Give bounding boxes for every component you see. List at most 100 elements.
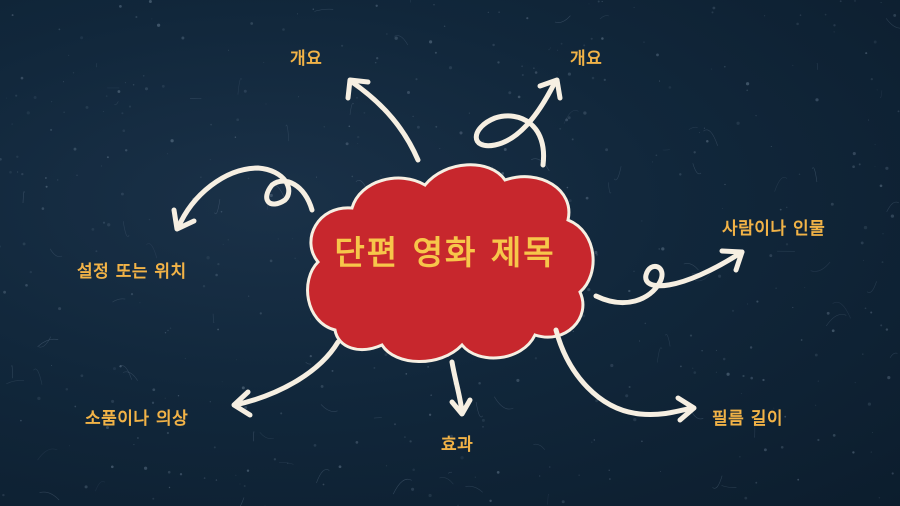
texture-crack xyxy=(613,166,622,181)
texture-speck xyxy=(177,395,180,397)
texture-speck xyxy=(166,431,169,435)
texture-speck xyxy=(797,478,800,481)
texture-speck xyxy=(601,37,604,40)
texture-speck xyxy=(310,318,312,320)
texture-speck xyxy=(122,129,126,132)
texture-speck xyxy=(100,165,102,167)
texture-speck xyxy=(762,378,765,382)
texture-speck xyxy=(84,485,88,489)
texture-speck xyxy=(412,115,414,118)
texture-speck xyxy=(679,173,682,176)
texture-speck xyxy=(357,143,359,145)
texture-speck xyxy=(20,419,22,422)
texture-speck xyxy=(429,40,433,44)
texture-crack xyxy=(712,475,723,489)
texture-speck xyxy=(247,177,250,180)
texture-speck xyxy=(625,394,629,398)
texture-speck xyxy=(167,470,171,474)
texture-speck xyxy=(731,309,735,312)
node-overview-right: 개요 xyxy=(570,49,603,69)
texture-speck xyxy=(852,152,856,156)
texture-speck xyxy=(409,440,412,443)
texture-speck xyxy=(73,147,77,151)
texture-crack xyxy=(253,431,255,442)
texture-speck xyxy=(590,37,593,40)
texture-speck xyxy=(316,176,317,178)
texture-crack xyxy=(392,478,412,495)
texture-speck xyxy=(724,183,726,186)
texture-speck xyxy=(234,136,237,139)
texture-speck xyxy=(152,497,155,500)
arrowhead-overview-left xyxy=(345,77,371,101)
texture-crack xyxy=(447,471,453,474)
texture-speck xyxy=(799,234,802,237)
texture-speck xyxy=(385,465,388,467)
texture-speck xyxy=(151,401,155,404)
texture-speck xyxy=(567,116,571,120)
texture-crack xyxy=(38,338,59,347)
texture-speck xyxy=(817,380,819,382)
texture-speck xyxy=(11,123,13,125)
texture-speck xyxy=(858,163,861,166)
texture-speck xyxy=(117,90,121,93)
texture-speck xyxy=(112,367,117,371)
texture-speck xyxy=(430,394,433,397)
arrow-to-effects xyxy=(449,359,465,415)
texture-speck xyxy=(482,426,484,428)
texture-crack xyxy=(119,365,132,380)
texture-speck xyxy=(661,247,665,251)
texture-speck xyxy=(792,306,794,309)
texture-speck xyxy=(833,24,836,27)
texture-speck xyxy=(498,11,500,14)
texture-speck xyxy=(750,376,753,380)
texture-speck xyxy=(164,332,167,334)
texture-speck xyxy=(534,71,538,74)
texture-speck xyxy=(2,493,5,497)
texture-crack xyxy=(826,314,847,327)
arrowhead-setting xyxy=(171,207,197,232)
texture-speck xyxy=(309,354,312,358)
texture-crack xyxy=(688,126,698,130)
texture-speck xyxy=(496,471,500,474)
texture-speck xyxy=(854,0,856,2)
texture-speck xyxy=(179,473,183,476)
texture-speck xyxy=(779,208,782,211)
texture-speck xyxy=(58,307,62,311)
texture-speck xyxy=(25,283,28,287)
texture-speck xyxy=(711,11,714,14)
texture-speck xyxy=(773,407,775,409)
texture-speck xyxy=(721,207,723,210)
texture-crack xyxy=(214,199,221,215)
texture-crack xyxy=(664,334,671,347)
texture-speck xyxy=(6,97,7,99)
texture-speck xyxy=(870,77,873,81)
texture-speck xyxy=(428,493,432,498)
texture-crack xyxy=(811,167,818,183)
arrowhead-effects xyxy=(449,397,473,417)
texture-speck xyxy=(491,166,493,168)
texture-speck xyxy=(45,177,47,179)
texture-speck xyxy=(571,138,574,141)
texture-speck xyxy=(668,86,672,89)
texture-speck xyxy=(269,259,273,263)
texture-speck xyxy=(102,110,104,113)
texture-crack xyxy=(122,221,130,237)
texture-crack xyxy=(774,177,788,192)
texture-speck xyxy=(815,98,819,102)
texture-speck xyxy=(659,470,661,472)
texture-speck xyxy=(203,477,206,479)
texture-speck xyxy=(439,148,441,150)
texture-speck xyxy=(0,157,2,161)
texture-speck xyxy=(384,353,388,356)
texture-speck xyxy=(459,131,463,135)
texture-speck xyxy=(45,185,48,188)
texture-speck xyxy=(375,4,378,7)
arrow-to-setting xyxy=(175,165,315,231)
texture-speck xyxy=(217,328,220,331)
texture-speck xyxy=(746,89,749,92)
texture-speck xyxy=(341,44,344,47)
texture-speck xyxy=(879,184,883,188)
texture-speck xyxy=(236,359,238,361)
texture-crack xyxy=(439,477,454,485)
texture-crack xyxy=(6,380,25,385)
